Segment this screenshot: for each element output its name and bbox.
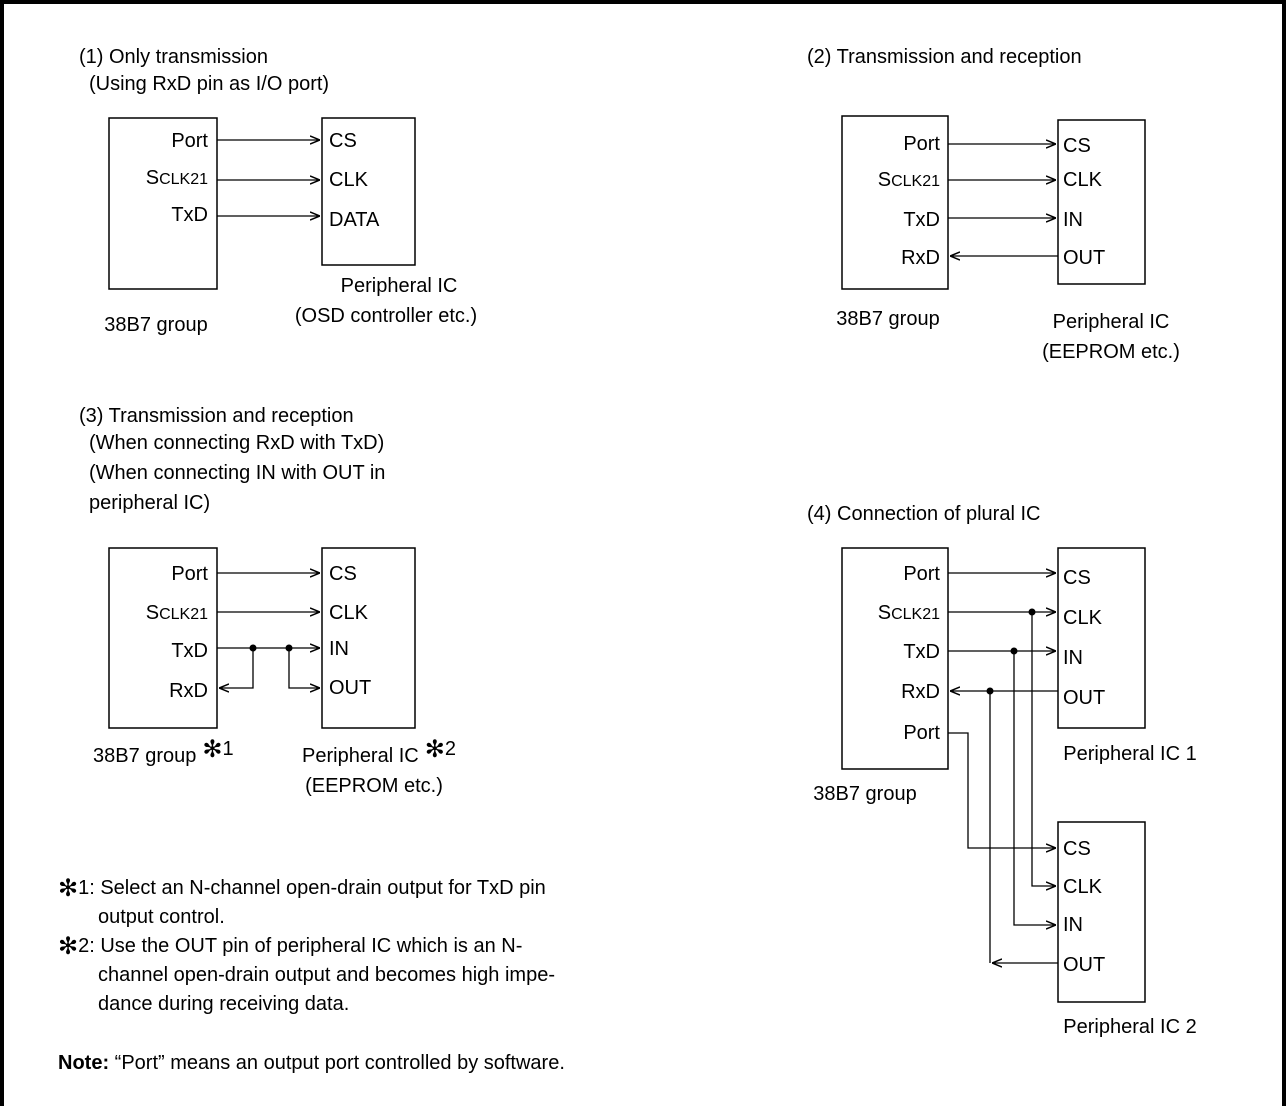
junction-dot (285, 644, 293, 652)
pin-port: Port (903, 563, 940, 585)
pin-in: IN (329, 638, 349, 660)
pin-rxd: RxD (901, 681, 940, 703)
pin-clk: CLK (329, 602, 369, 624)
diagram-1: (1) Only transmission (Using RxD pin as … (79, 46, 477, 336)
pin-txd: TxD (903, 209, 940, 231)
ic-label: Peripheral IC (341, 275, 458, 297)
footnote-2-line-2: channel open-drain output and becomes hi… (98, 964, 555, 986)
diagram-3-title: (3) Transmission and reception (79, 405, 354, 427)
diagram-4-title: (4) Connection of plural IC (807, 503, 1040, 525)
wire-clk2 (1031, 612, 1056, 886)
pin-txd: TxD (171, 640, 208, 662)
junction-dot (249, 644, 257, 652)
junction-dot (986, 687, 994, 695)
ic-label: Peripheral IC (1053, 311, 1170, 333)
ic2-pin-in: IN (1063, 914, 1083, 936)
ic2-label: Peripheral IC 2 (1063, 1016, 1196, 1038)
mcu-block (108, 117, 218, 290)
ic2-pin-clk: CLK (1063, 876, 1103, 898)
pin-data: DATA (329, 209, 380, 231)
pin-sclk21: SCLK21 (878, 169, 940, 191)
pin-rxd: RxD (901, 247, 940, 269)
peripheral-ic-block (321, 117, 416, 266)
peripheral-ic-1-block (1057, 547, 1146, 729)
pin-sclk21: SCLK21 (146, 602, 208, 624)
footnote-2-line-3: dance during receiving data. (98, 993, 349, 1015)
mcu-label: 38B7 group (104, 314, 207, 336)
ic2-pin-out: OUT (1063, 954, 1105, 976)
pin-out: OUT (329, 677, 371, 699)
wire-port2-cs2 (948, 732, 1056, 848)
pin-port: Port (903, 133, 940, 155)
pin-port: Port (171, 130, 208, 152)
wire-txd-rxd (219, 648, 254, 688)
footnotes: ✻1: Select an N-channel open-drain outpu… (58, 875, 565, 1074)
junction-dot (1010, 647, 1018, 655)
peripheral-ic-2-block (1057, 821, 1146, 1003)
mcu-label: 38B7 group (836, 308, 939, 330)
diagram-3-line-3: peripheral IC) (89, 492, 210, 514)
pin-in: IN (1063, 209, 1083, 231)
wire-in-out (288, 648, 320, 688)
pin-sclk21: SCLK21 (878, 602, 940, 624)
mcu-label: 38B7 group (813, 783, 916, 805)
pin-clk: CLK (329, 169, 369, 191)
wire-txd-in2 (1013, 651, 1056, 925)
diagram-1-subtitle: (Using RxD pin as I/O port) (89, 73, 329, 95)
peripheral-ic-block (321, 547, 416, 729)
pin-port: Port (171, 563, 208, 585)
pin-cs: CS (329, 130, 357, 152)
diagram-3-line-1: (When connecting RxD with TxD) (89, 432, 384, 454)
mcu-label: 38B7 group✻1 (93, 736, 234, 767)
mcu-block (108, 547, 218, 729)
pin-clk: CLK (1063, 169, 1103, 191)
diagram-4: (4) Connection of plural IC Port SCLK21 … (807, 503, 1197, 1038)
pin-txd: TxD (903, 641, 940, 663)
footnote-2: ✻2: Use the OUT pin of peripheral IC whi… (58, 933, 522, 960)
junction-dot (1028, 608, 1036, 616)
diagram-2-title: (2) Transmission and reception (807, 46, 1082, 68)
note: Note: “Port” means an output port contro… (58, 1052, 565, 1074)
mcu-block (841, 547, 949, 770)
pin-sclk21: SCLK21 (146, 167, 208, 189)
pin-txd: TxD (171, 204, 208, 226)
pin-cs: CS (1063, 135, 1091, 157)
ic-sublabel: (EEPROM etc.) (1042, 341, 1180, 363)
ic1-label: Peripheral IC 1 (1063, 743, 1196, 765)
pin-out: OUT (1063, 247, 1105, 269)
diagram-1-title: (1) Only transmission (79, 46, 268, 68)
ic1-pin-in: IN (1063, 647, 1083, 669)
mcu-block (841, 115, 949, 290)
ic1-pin-cs: CS (1063, 567, 1091, 589)
ic2-pin-cs: CS (1063, 838, 1091, 860)
ic1-pin-out: OUT (1063, 687, 1105, 709)
diagram-3: (3) Transmission and reception (When con… (79, 405, 456, 797)
pin-rxd: RxD (169, 680, 208, 702)
ic-sublabel: (OSD controller etc.) (295, 305, 477, 327)
ic-sublabel: (EEPROM etc.) (305, 775, 443, 797)
pin-port-2: Port (903, 722, 940, 744)
footnote-1-cont: output control. (98, 906, 225, 928)
diagram-2: (2) Transmission and reception Port SCLK… (807, 46, 1180, 363)
footnote-1: ✻1: Select an N-channel open-drain outpu… (58, 875, 546, 902)
diagram-3-line-2: (When connecting IN with OUT in (89, 462, 385, 484)
peripheral-ic-block (1057, 119, 1146, 285)
ic1-pin-clk: CLK (1063, 607, 1103, 629)
pin-cs: CS (329, 563, 357, 585)
ic-label: Peripheral IC✻2 (302, 736, 456, 767)
